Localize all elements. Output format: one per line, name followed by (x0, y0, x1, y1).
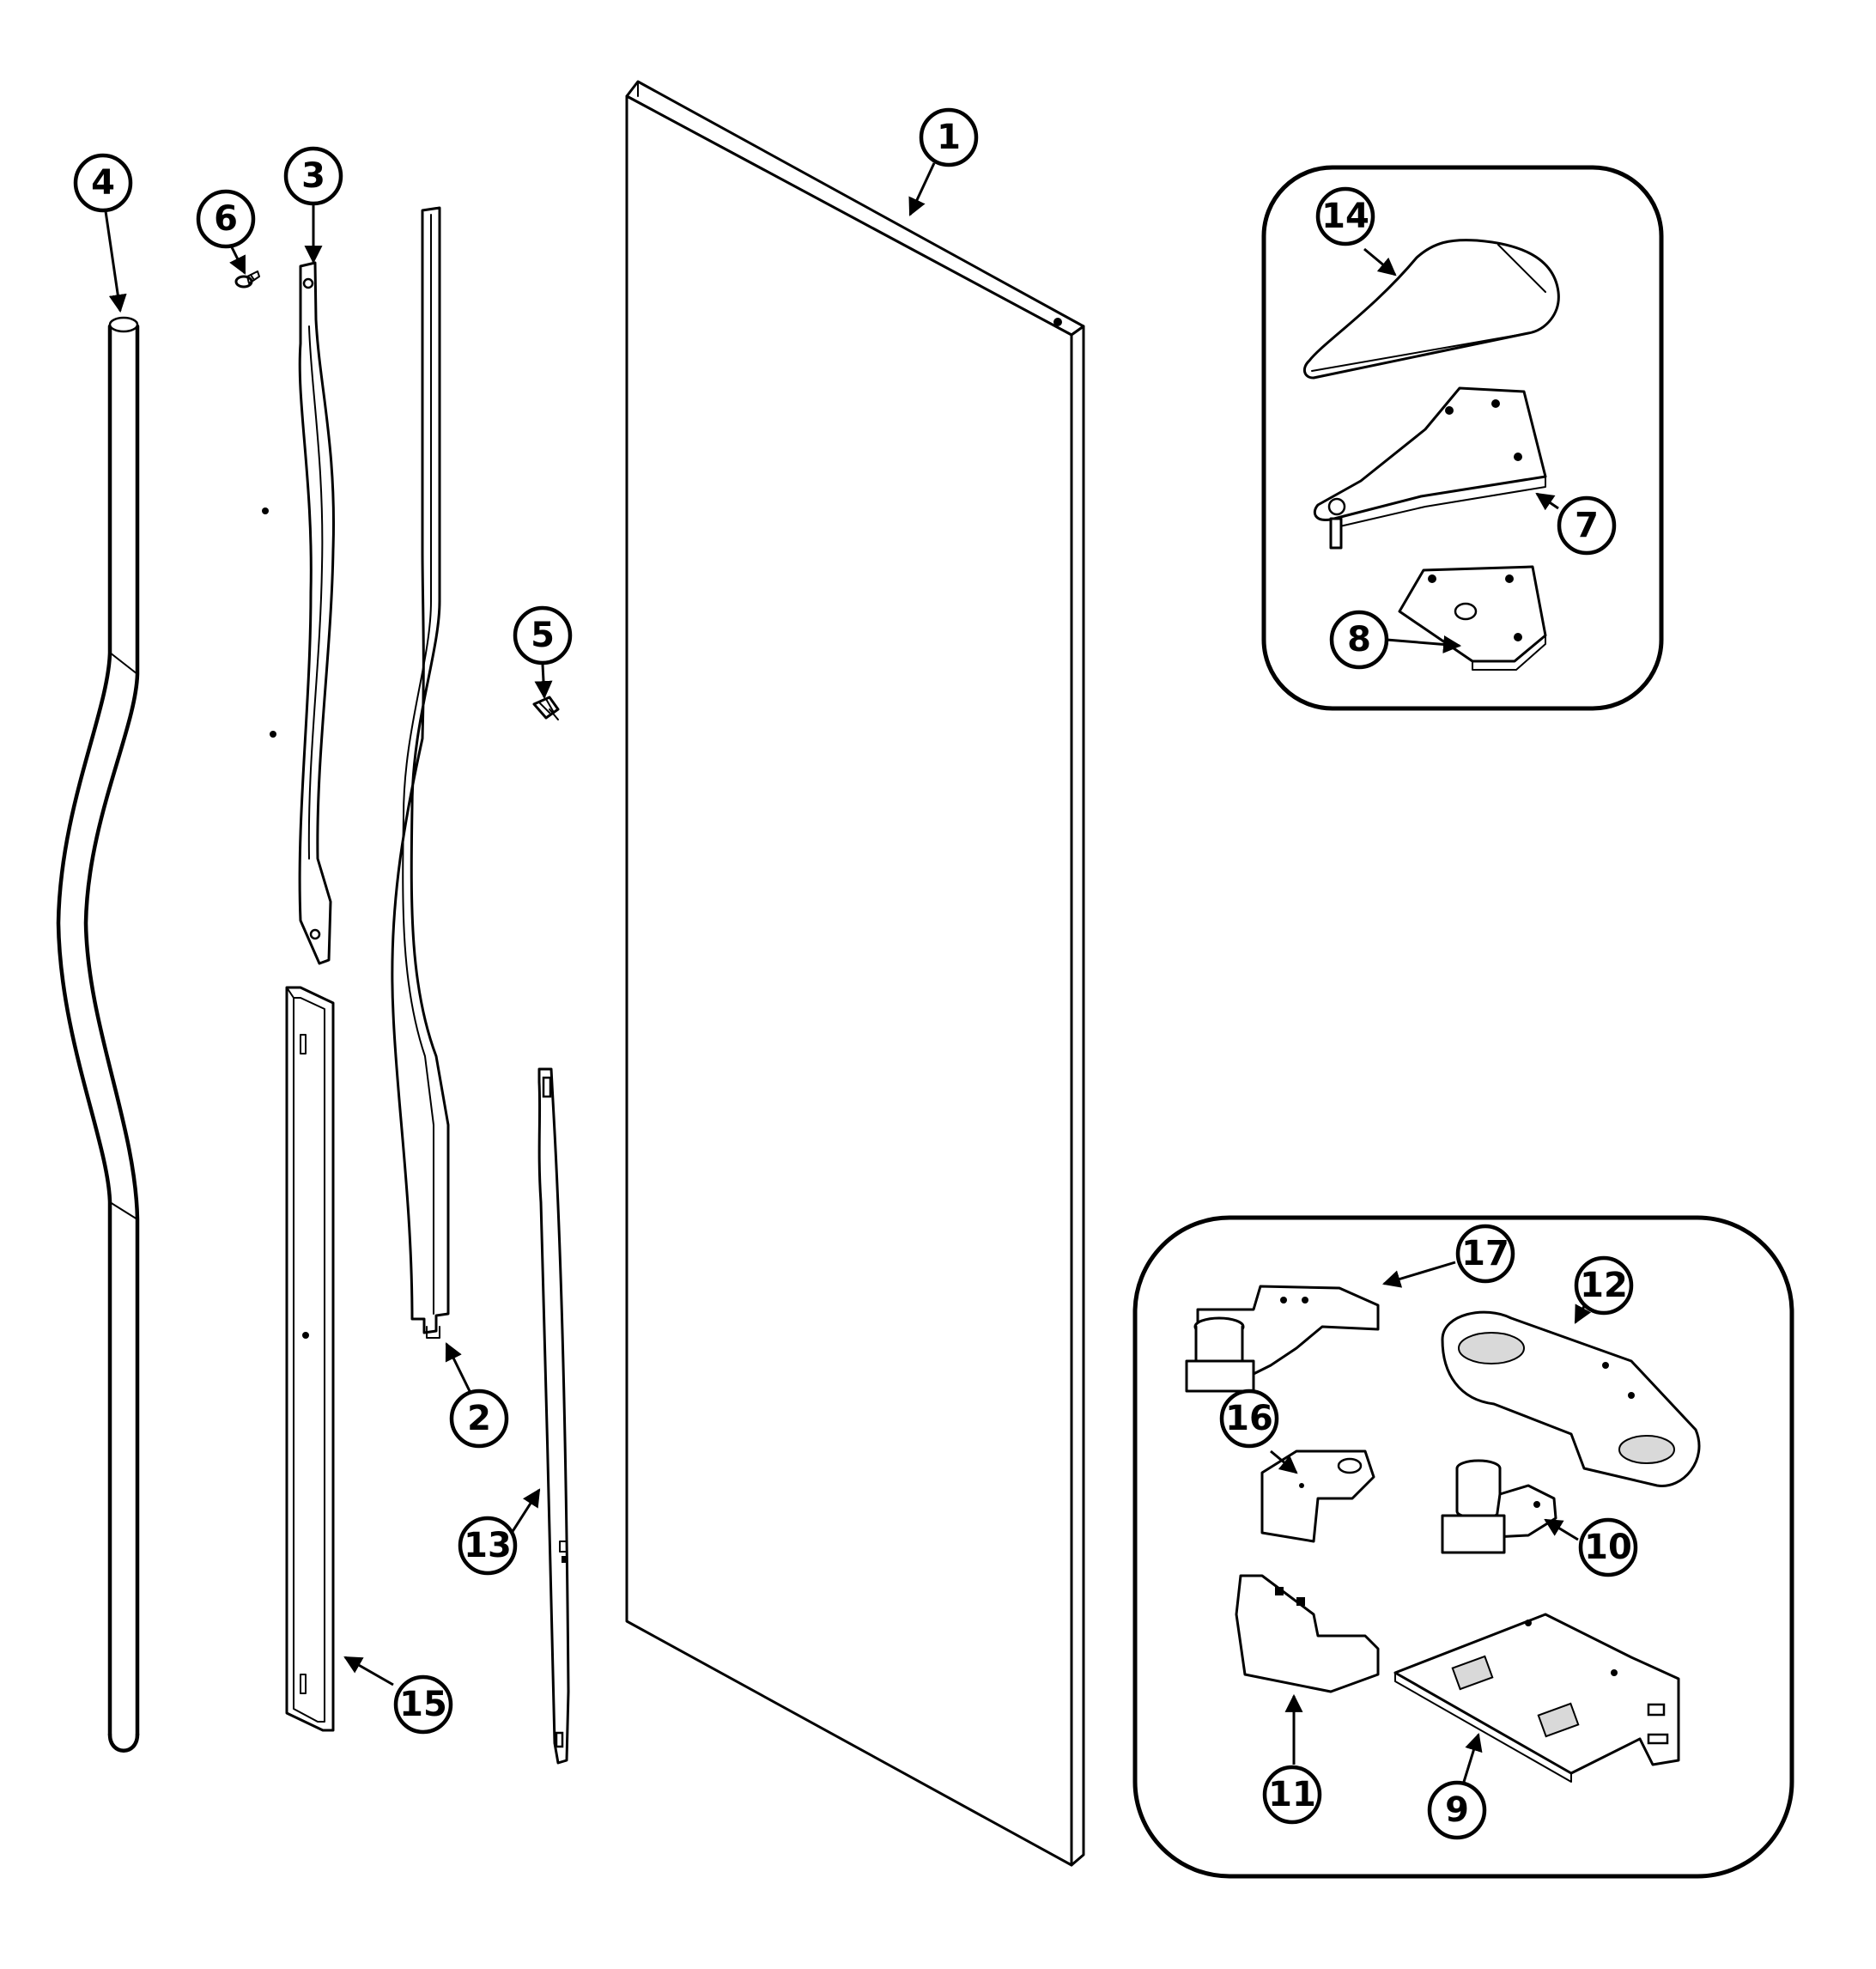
callout-15: 15 (393, 1674, 453, 1735)
svg-text:14: 14 (1321, 197, 1369, 236)
callout-2: 2 (449, 1389, 509, 1449)
callout-5: 5 (513, 605, 573, 665)
handle-tube (56, 316, 140, 1753)
svg-text:5: 5 (531, 616, 555, 655)
hinge-cover-lower (1235, 1574, 1380, 1693)
hinge-base-plate (1398, 565, 1547, 671)
screw-small (234, 270, 260, 289)
svg-text:8: 8 (1347, 620, 1371, 659)
screw-large (532, 696, 560, 720)
hinge-shim (1260, 1449, 1375, 1543)
svg-text:10: 10 (1584, 1528, 1632, 1567)
svg-text:16: 16 (1225, 1399, 1273, 1438)
hinge-mount-plate (1393, 1613, 1680, 1783)
hinge-pin (1441, 1459, 1557, 1554)
callout-3: 3 (283, 146, 343, 206)
callouts: 1 2 3 4 5 6 7 8 9 10 11 12 13 14 15 16 1… (73, 107, 1638, 1840)
leader-lines (104, 162, 1592, 1783)
svg-text:13: 13 (464, 1526, 512, 1565)
svg-text:1: 1 (937, 118, 961, 157)
hinge-cam-plate (1441, 1310, 1701, 1487)
callout-10: 10 (1578, 1517, 1638, 1577)
svg-text:9: 9 (1445, 1790, 1469, 1830)
callout-13: 13 (458, 1516, 518, 1576)
svg-text:7: 7 (1575, 506, 1599, 545)
callout-1: 1 (919, 107, 979, 167)
callout-14: 14 (1315, 186, 1375, 246)
callout-4: 4 (73, 153, 133, 213)
svg-text:15: 15 (399, 1685, 447, 1724)
callout-12: 12 (1574, 1255, 1634, 1316)
hinge-pin-bracket (1185, 1285, 1380, 1393)
handle-bracket (262, 261, 335, 965)
svg-text:6: 6 (214, 199, 238, 239)
callout-17: 17 (1455, 1224, 1515, 1284)
callout-9: 9 (1427, 1780, 1487, 1840)
callout-11: 11 (1262, 1765, 1322, 1825)
svg-text:11: 11 (1268, 1775, 1316, 1814)
hinge-plate-upper (1313, 386, 1547, 550)
hinge-cover (1302, 239, 1560, 380)
callout-7: 7 (1557, 495, 1617, 556)
svg-text:3: 3 (301, 156, 325, 196)
callout-8: 8 (1329, 610, 1389, 670)
curved-strap (537, 1067, 570, 1765)
svg-text:2: 2 (467, 1399, 491, 1438)
trim-channel-lower (285, 986, 335, 1732)
upper-hinge-inset (1261, 165, 1664, 711)
callout-6: 6 (196, 189, 256, 249)
lower-hinge-inset (1132, 1215, 1794, 1879)
callout-16: 16 (1219, 1389, 1279, 1449)
door-panel (625, 80, 1085, 1867)
trim-strip-long (391, 206, 450, 1339)
svg-text:4: 4 (91, 163, 115, 203)
svg-text:17: 17 (1461, 1234, 1509, 1273)
svg-text:12: 12 (1580, 1266, 1628, 1305)
